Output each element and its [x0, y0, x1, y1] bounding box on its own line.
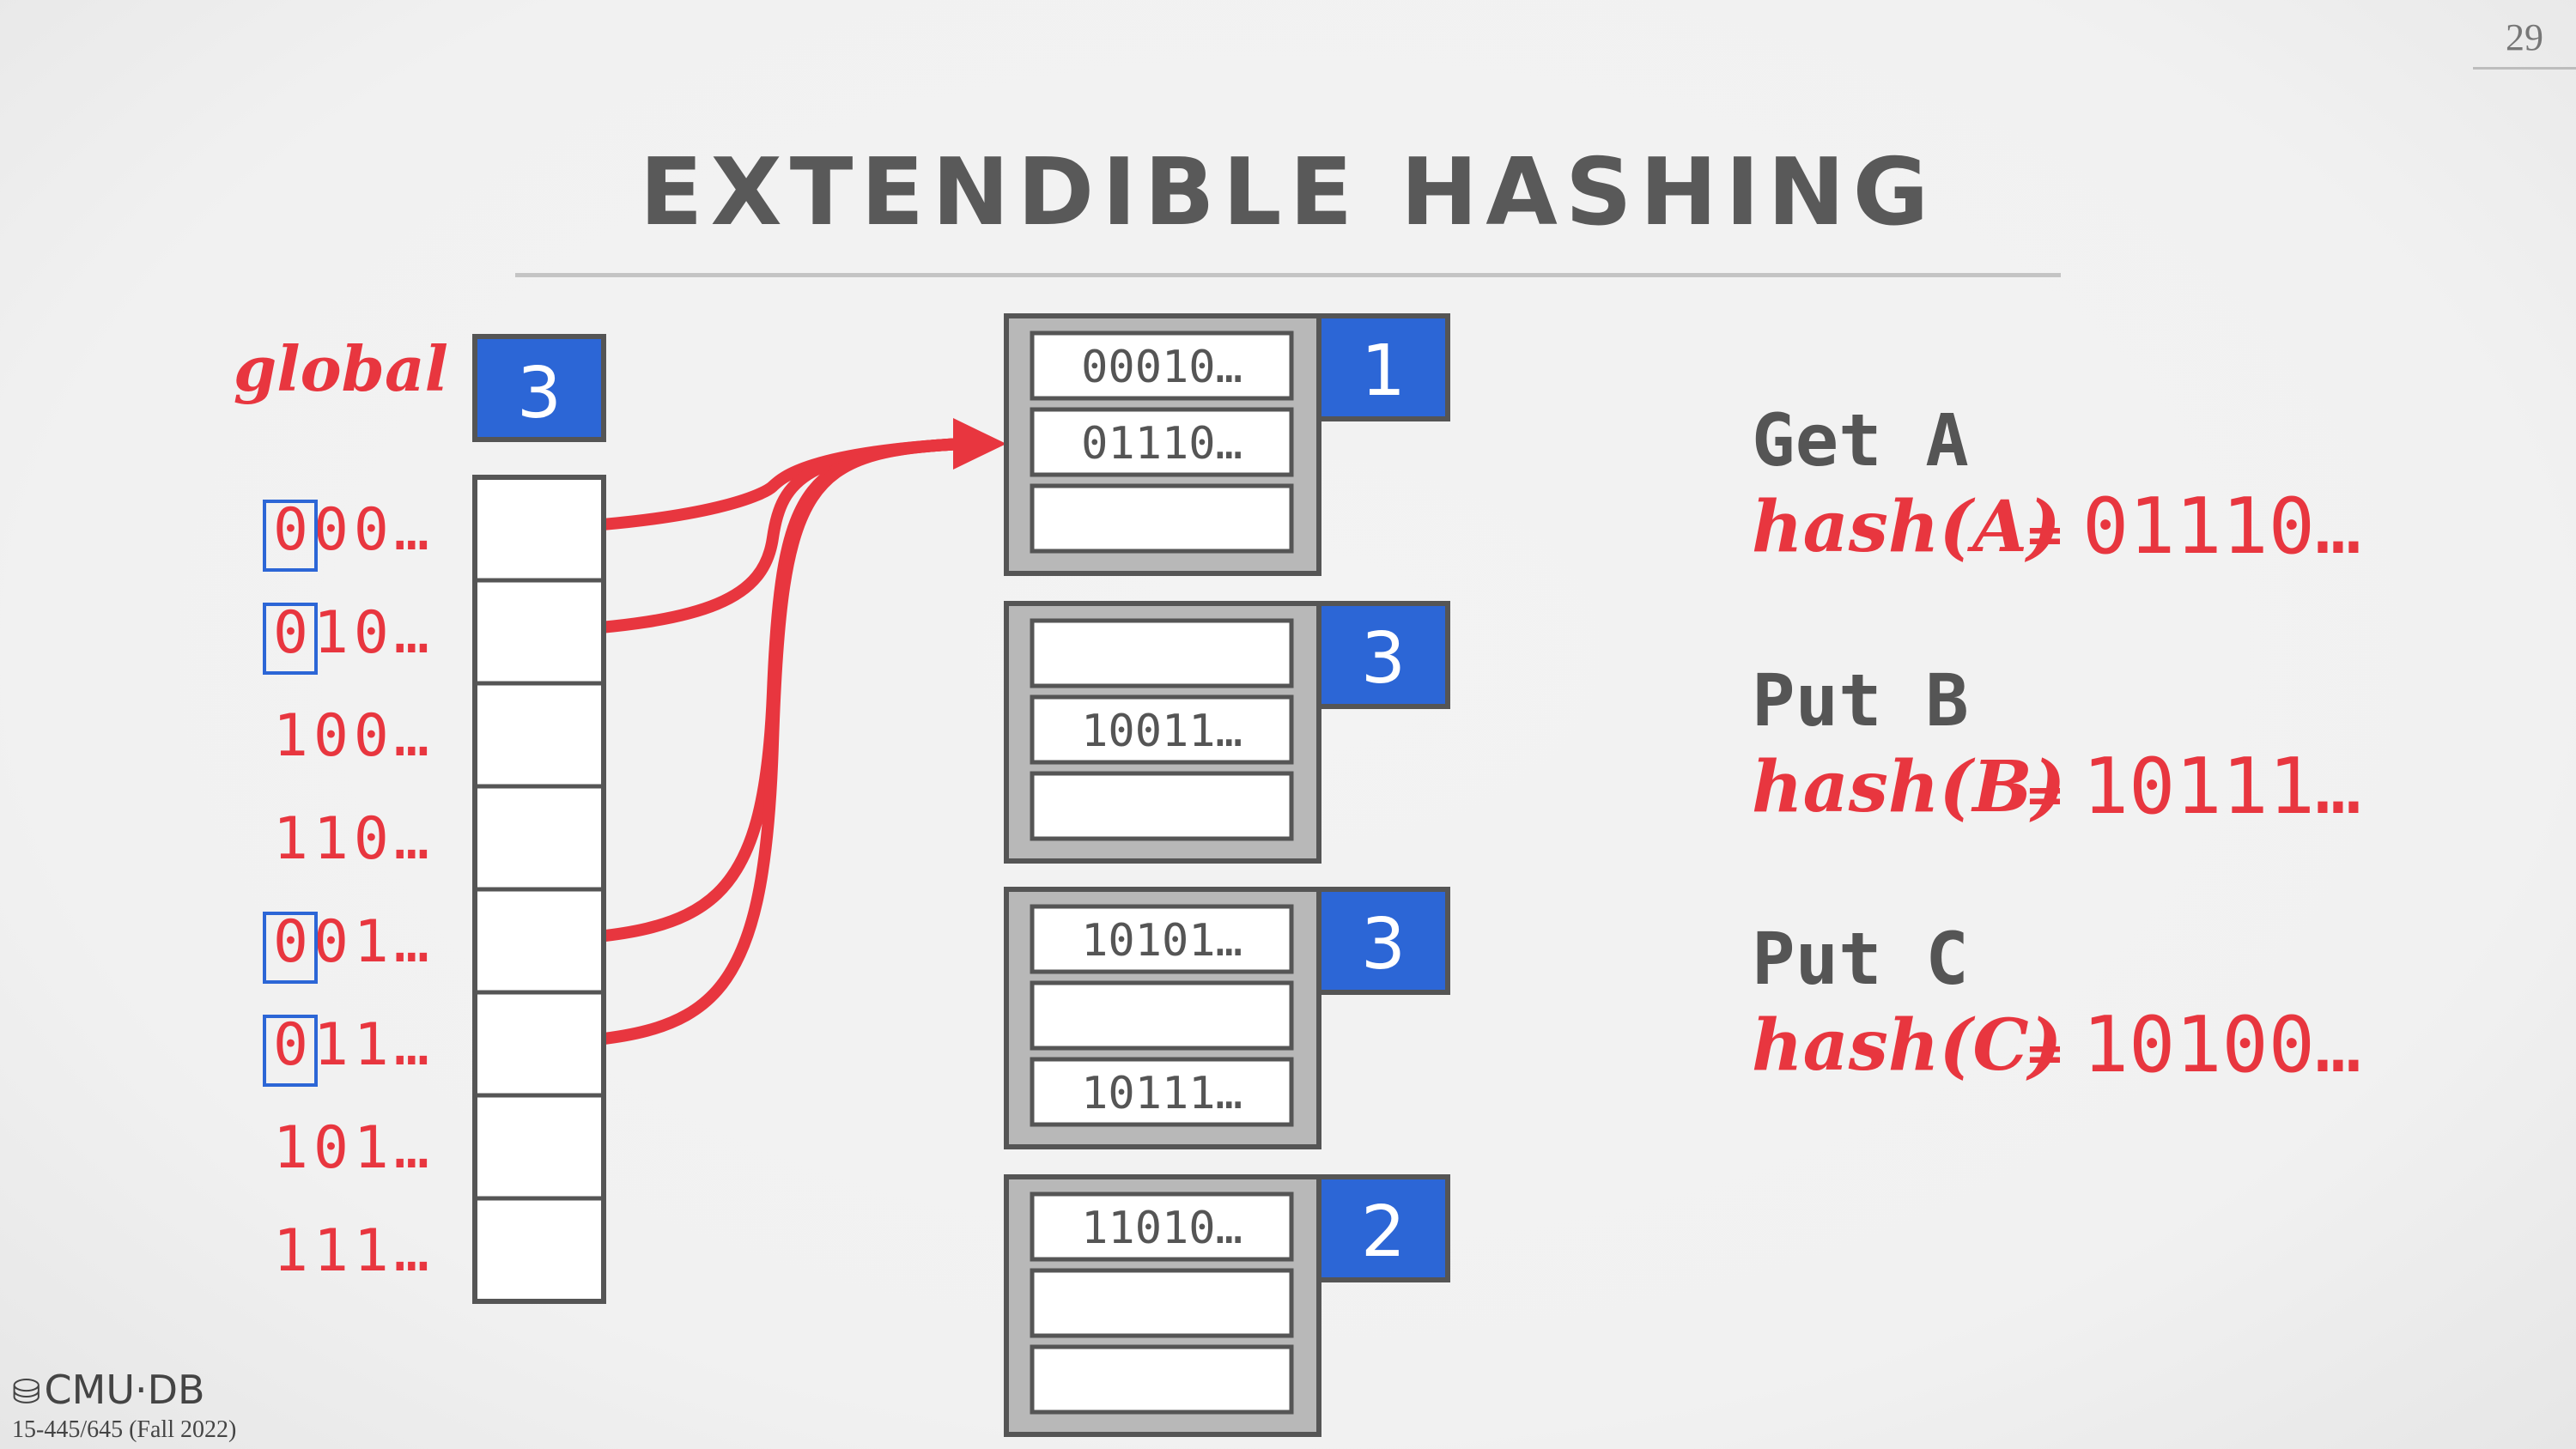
local-depth-value: 3 — [1361, 618, 1406, 700]
hash-value: 10100… — [2082, 1000, 2361, 1090]
slide-title: EXTENDIBLE HASHING — [639, 139, 1937, 246]
database-stack-icon: ⛁ — [12, 1373, 41, 1412]
bucket: 11010… 2 — [1004, 1174, 1450, 1437]
bucket-slot-value: 10101… — [1081, 915, 1242, 967]
directory-prefix-label: 010… — [273, 599, 434, 667]
bucket-slot — [1030, 980, 1294, 1051]
bucket-slot — [1030, 1057, 1294, 1127]
local-depth-box — [1316, 313, 1450, 421]
first-bit-highlight — [263, 912, 318, 984]
bucket-slot-value: 10111… — [1081, 1068, 1242, 1119]
bucket-slot-value: 11010… — [1081, 1203, 1242, 1254]
equals-sign: = — [2025, 767, 2065, 823]
operation-label: Put C — [1752, 917, 1969, 1001]
directory-slot[interactable] — [477, 789, 601, 887]
bucket-slot — [1030, 1191, 1294, 1262]
pointer-arrowhead — [953, 418, 1006, 470]
bucket: 10011… 3 — [1004, 601, 1450, 864]
first-bit-highlight — [263, 603, 318, 675]
global-depth-label: global — [234, 332, 448, 405]
directory-slot[interactable] — [477, 480, 601, 578]
directory-slot[interactable] — [477, 995, 601, 1093]
pointer-arrow — [533, 438, 968, 1050]
global-depth-value: 3 — [517, 353, 562, 434]
bucket-slot — [1030, 483, 1294, 554]
bucket-slot — [1030, 694, 1294, 765]
local-depth-value: 3 — [1361, 904, 1406, 985]
local-depth-box — [1316, 601, 1450, 709]
cmu-db-logo: ⛁CMU·DB — [12, 1367, 205, 1413]
operation-label: Put B — [1752, 658, 1969, 743]
bucket: 00010… 01110… 1 — [1004, 313, 1450, 576]
logo-text: CMU·DB — [44, 1367, 205, 1413]
title-rule — [515, 273, 2061, 277]
course-label: 15-445/645 (Fall 2022) — [12, 1416, 237, 1443]
directory-prefix-label: 001… — [273, 908, 434, 976]
page-number-rule — [2473, 67, 2576, 70]
bucket-slot — [1030, 771, 1294, 841]
directory-slot[interactable] — [477, 892, 601, 990]
first-bit-highlight — [263, 500, 318, 572]
local-depth-value: 2 — [1361, 1191, 1406, 1273]
directory-prefix-label: 101… — [273, 1114, 434, 1182]
hash-function-label: hash(A) — [1752, 486, 2061, 568]
bucket-slot — [1030, 904, 1294, 974]
hash-function-label: hash(C) — [1752, 1004, 2062, 1087]
bucket-slot — [1030, 618, 1294, 688]
equals-sign: = — [2025, 1026, 2065, 1082]
bucket-slot — [1030, 1268, 1294, 1338]
directory-prefix-label: 110… — [273, 805, 434, 873]
bucket-slot-value: 00010… — [1081, 342, 1242, 393]
directory-prefix-label: 011… — [273, 1011, 434, 1079]
operation-label: Get A — [1752, 398, 1969, 482]
hash-value: 01110… — [2082, 482, 2361, 572]
global-depth-box — [472, 334, 606, 442]
equals-sign: = — [2025, 507, 2065, 563]
buckets: 00010… 01110… 1 10011… 3 10101… 10111… 3 11010… 2 — [1004, 313, 1450, 1437]
hash-function-label: hash(B) — [1752, 746, 2065, 828]
first-bit-highlight — [263, 1015, 318, 1087]
hash-value: 10111… — [2082, 742, 2361, 832]
local-depth-box — [1316, 1174, 1450, 1282]
directory-slot[interactable] — [477, 1201, 601, 1299]
page-number: 29 — [2506, 16, 2543, 58]
bucket-slot — [1030, 1344, 1294, 1415]
directory-prefix-label: 100… — [273, 702, 434, 770]
bucket-slot — [1030, 330, 1294, 401]
directory-prefix-label: 000… — [273, 496, 434, 564]
bucket-slot-value: 10011… — [1081, 706, 1242, 757]
local-depth-value: 1 — [1361, 330, 1406, 412]
directory: global 3 000… 010… 100… 110… 001… 011… 101… 111… — [234, 332, 606, 1304]
directory-slot[interactable] — [477, 686, 601, 784]
local-depth-box — [1316, 887, 1450, 995]
directory-prefix-label: 111… — [273, 1217, 434, 1285]
bucket-slot — [1030, 407, 1294, 477]
bucket: 10101… 10111… 3 — [1004, 887, 1450, 1149]
directory-slot[interactable] — [477, 1098, 601, 1196]
directory-slot[interactable] — [477, 583, 601, 681]
bucket-slot-value: 01110… — [1081, 418, 1242, 470]
